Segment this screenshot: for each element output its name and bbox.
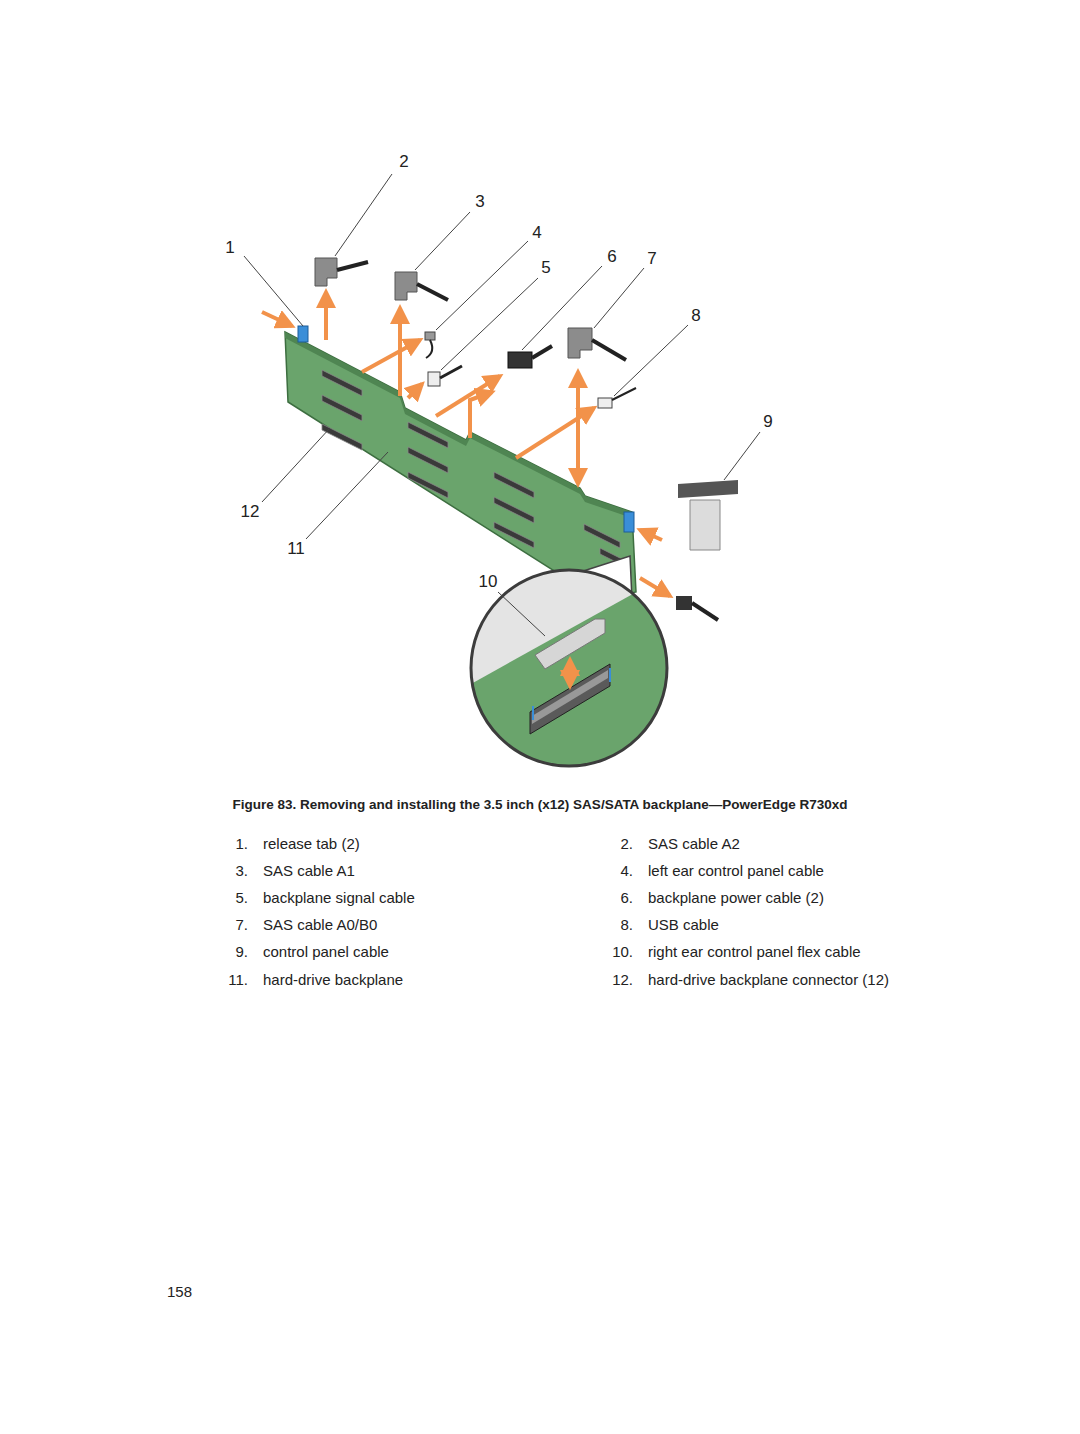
list-number: 8. (620, 916, 633, 933)
list-number: 9. (235, 943, 248, 960)
callout-number: 6 (607, 247, 616, 267)
list-item: control panel cable (263, 943, 389, 960)
callout-number: 4 (532, 223, 541, 243)
list-item: USB cable (648, 916, 719, 933)
list-item: hard-drive backplane (263, 971, 403, 988)
list-number: 2. (620, 835, 633, 852)
list-item: backplane signal cable (263, 889, 415, 906)
list-number: 4. (620, 862, 633, 879)
list-number: 12. (612, 971, 633, 988)
callout-number: 2 (399, 152, 408, 172)
list-item: right ear control panel flex cable (648, 943, 861, 960)
list-item: SAS cable A2 (648, 835, 740, 852)
backplane-connectors (322, 370, 624, 566)
callout-number: 7 (647, 249, 656, 269)
callout-number: 12 (241, 502, 260, 522)
list-number: 7. (235, 916, 248, 933)
list-number: 3. (235, 862, 248, 879)
callout-number: 3 (475, 192, 484, 212)
callout-number: 10 (479, 572, 498, 592)
list-item: SAS cable A0/B0 (263, 916, 377, 933)
list-number: 5. (235, 889, 248, 906)
figure-caption: Figure 83. Removing and installing the 3… (233, 797, 848, 813)
list-number: 1. (235, 835, 248, 852)
callout-number: 8 (691, 306, 700, 326)
list-number: 11. (228, 971, 248, 988)
leader-lines (244, 174, 760, 636)
cables (315, 258, 738, 620)
list-item: backplane power cable (2) (648, 889, 824, 906)
list-item: left ear control panel cable (648, 862, 824, 879)
callout-number: 9 (763, 412, 772, 432)
callout-number: 5 (541, 258, 550, 278)
list-number: 10. (612, 943, 633, 960)
page-number: 158 (167, 1283, 192, 1300)
callout-number: 11 (287, 539, 305, 559)
callout-number: 1 (225, 238, 234, 258)
list-item: hard-drive backplane connector (12) (648, 971, 889, 988)
list-item: SAS cable A1 (263, 862, 355, 879)
list-number: 6. (620, 889, 633, 906)
list-item: release tab (2) (263, 835, 360, 852)
hard-drive-backplane (285, 332, 636, 600)
